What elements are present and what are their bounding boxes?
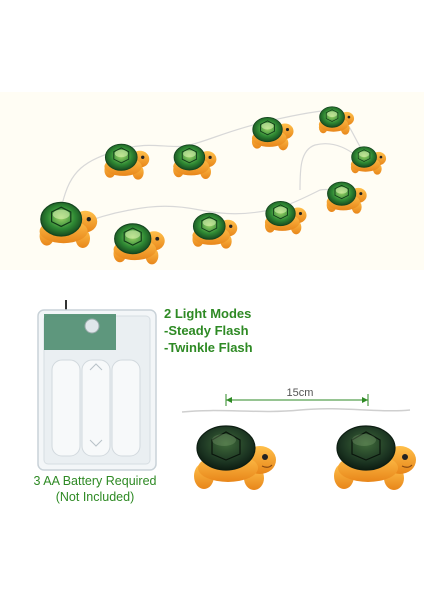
mode-steady-flash: -Steady Flash <box>164 323 249 338</box>
mode-twinkle-flash: -Twinkle Flash <box>164 340 253 355</box>
dimension-arrow-icon <box>225 394 369 406</box>
spacing-wire <box>181 408 411 413</box>
light-modes-title: 2 Light Modes <box>164 306 252 321</box>
turtle-light-icon <box>251 116 294 151</box>
battery-box-icon <box>37 300 157 471</box>
turtle-light-icon <box>326 181 368 215</box>
spacing-label: 15cm <box>286 387 314 399</box>
turtle-light-icon <box>191 212 238 250</box>
turtle-light-icon <box>103 143 150 181</box>
battery-not-included: (Not Included) <box>55 490 135 504</box>
turtle-light-icon <box>333 425 417 490</box>
turtle-light-icon <box>264 200 308 235</box>
turtle-light-icon <box>38 201 98 249</box>
battery-requirement: 3 AA Battery Required <box>33 474 157 488</box>
turtle-light-icon <box>318 106 355 136</box>
turtle-light-icon <box>112 223 166 265</box>
turtle-light-icon <box>193 425 277 490</box>
turtle-light-icon <box>172 144 217 180</box>
turtle-light-icon <box>350 146 387 176</box>
